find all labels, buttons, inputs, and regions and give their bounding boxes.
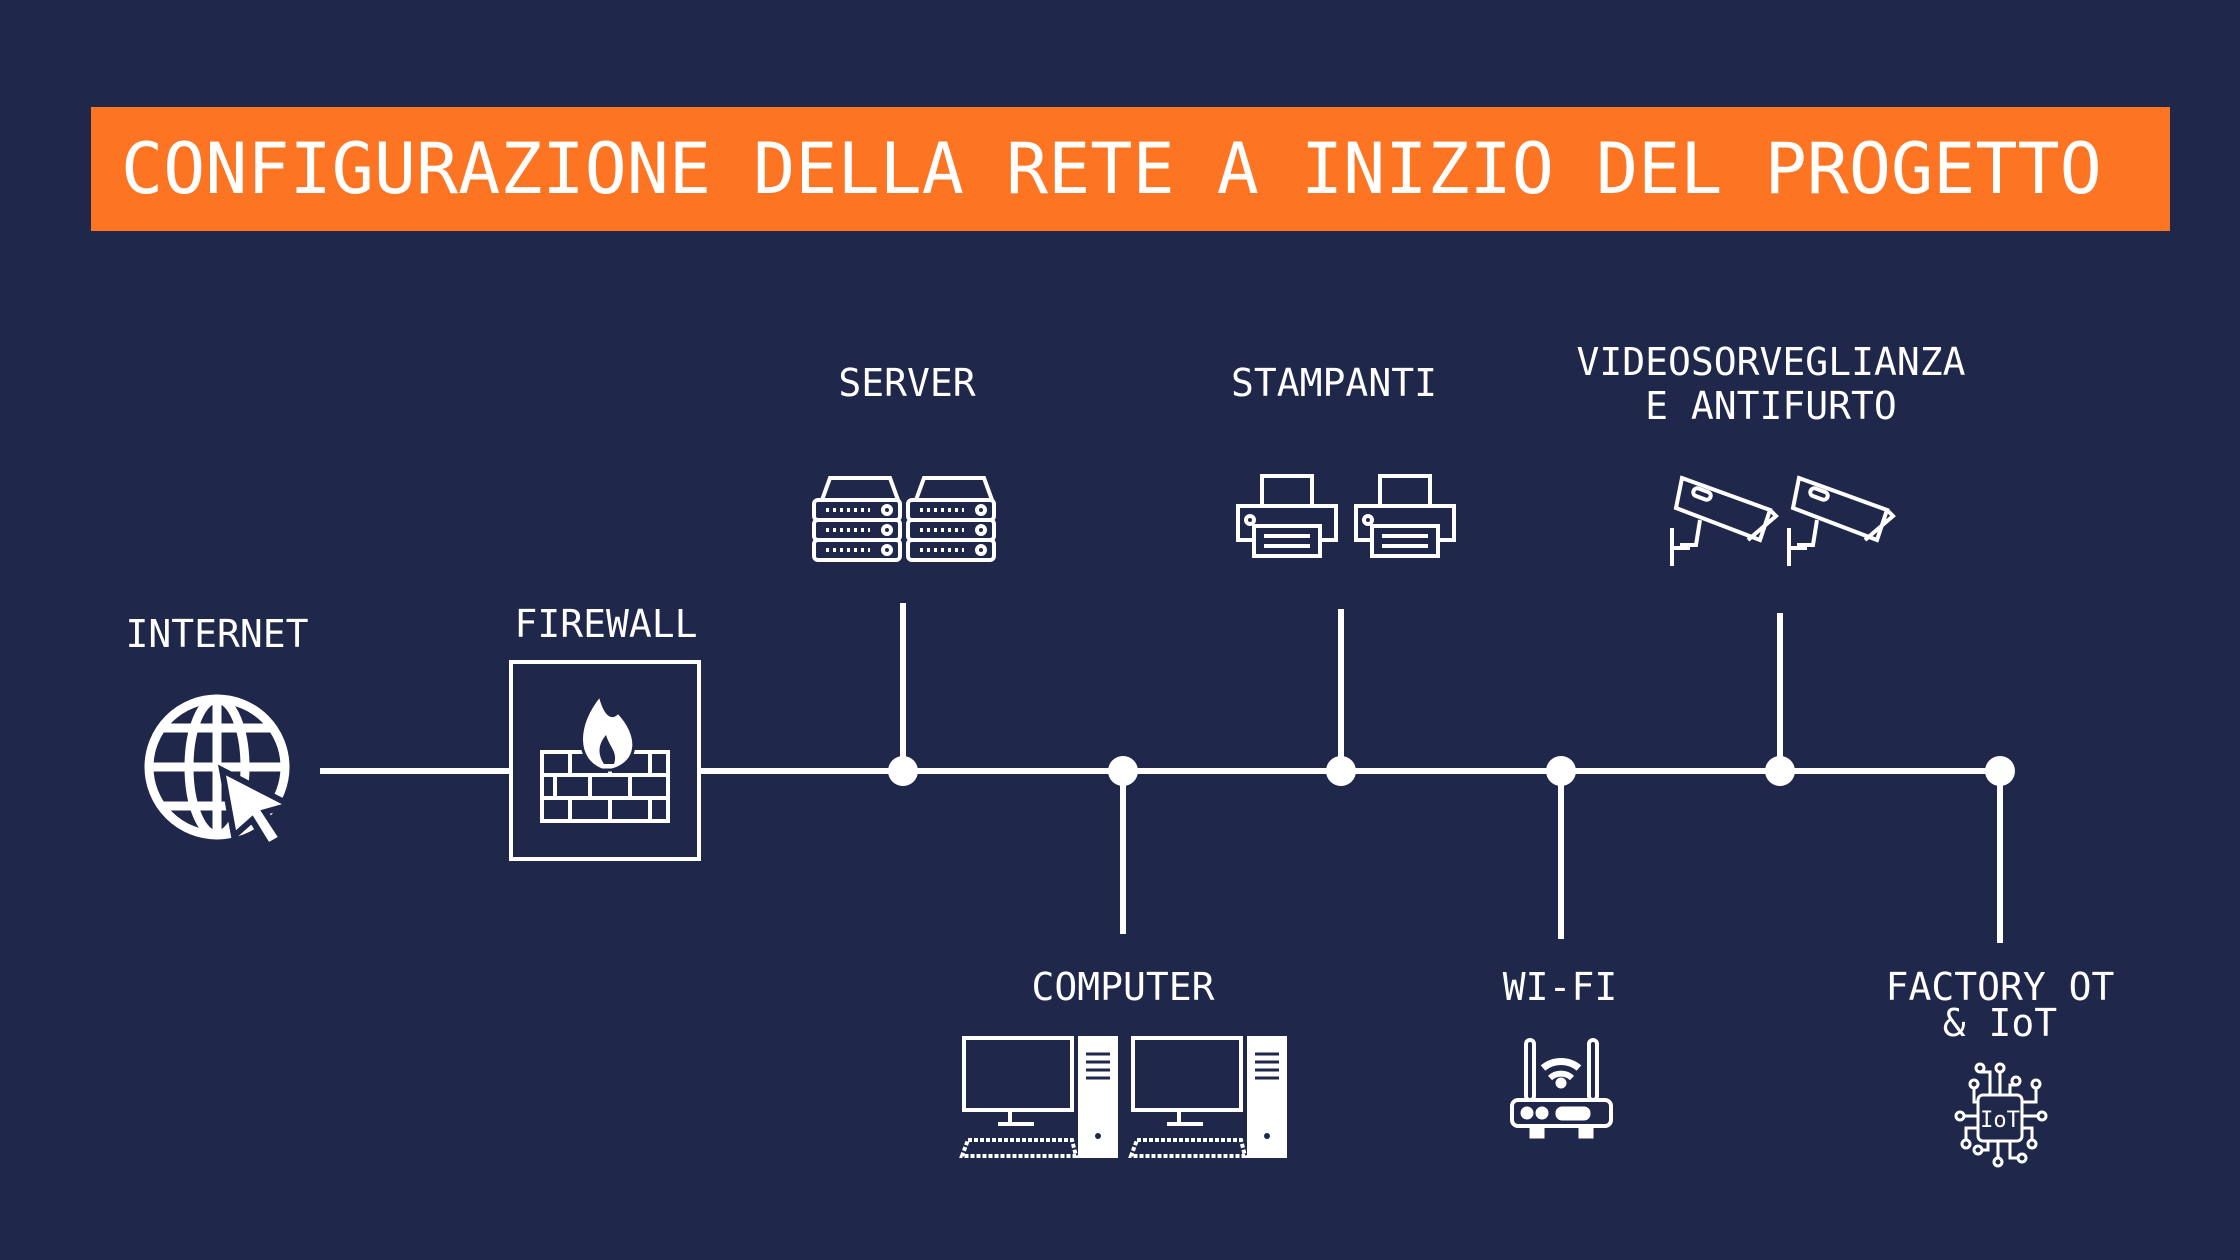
computer-icon: [959, 1036, 1287, 1158]
security-camera-icon: [1670, 475, 1895, 568]
globe-cursor-icon: [144, 694, 299, 851]
printer-icon: [1236, 474, 1456, 558]
label-line: E ANTIFURTO: [1645, 384, 1897, 428]
node-server: [888, 756, 918, 786]
node-video: [1765, 756, 1795, 786]
label-server: SERVER: [838, 361, 976, 405]
node-stampanti: [1326, 756, 1356, 786]
server-icon: [812, 476, 996, 562]
label-internet: INTERNET: [125, 612, 309, 656]
label-line: & IoT: [1942, 1001, 2058, 1045]
label-stampanti: STAMPANTI: [1231, 361, 1437, 405]
iot-chip-label: IoT: [1980, 1108, 2020, 1133]
firewall-icon: [540, 691, 670, 823]
node-factory: [1985, 756, 2015, 786]
wifi-router-icon: [1510, 1038, 1613, 1139]
node-computer: [1108, 756, 1138, 786]
node-wifi: [1546, 756, 1576, 786]
page-title: CONFIGURAZIONE DELLA RETE A INIZIO DEL P…: [121, 128, 2102, 210]
label-videosorveglianza: VIDEOSORVEGLIANZA E ANTIFURTO: [1577, 340, 1966, 428]
label-firewall: FIREWALL: [514, 602, 698, 646]
label-factory: FACTORY OT & IoT: [1885, 965, 2115, 1045]
label-wifi: WI-FI: [1502, 965, 1618, 1009]
label-computer: COMPUTER: [1031, 965, 1215, 1009]
iot-chip-icon: IoT: [1954, 1062, 2048, 1168]
title-banner: CONFIGURAZIONE DELLA RETE A INIZIO DEL P…: [91, 107, 2170, 231]
label-line: VIDEOSORVEGLIANZA: [1576, 340, 1966, 384]
label-line: FACTORY OT: [1885, 965, 2115, 1009]
firewall-box: [509, 660, 701, 861]
